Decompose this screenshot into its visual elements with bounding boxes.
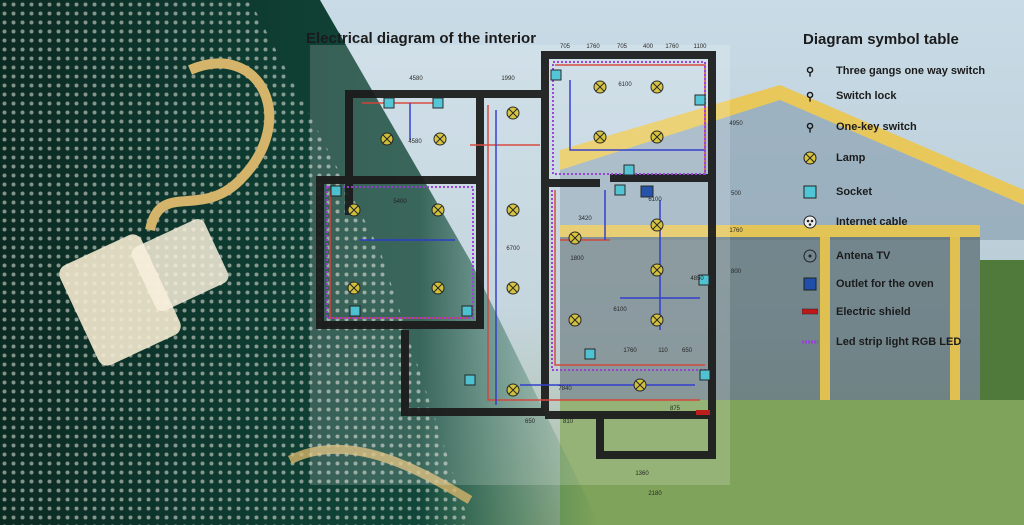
socket-symbol <box>699 369 711 381</box>
socket-symbol <box>550 69 562 81</box>
socket-symbol <box>584 348 596 360</box>
socket-symbol <box>698 274 710 286</box>
pcb-photo <box>0 0 600 525</box>
lamp-symbol <box>433 132 447 146</box>
lamp-symbol <box>506 281 520 295</box>
lamp-symbol <box>650 313 664 327</box>
one-key-switch-icon: ⚲ <box>805 121 815 134</box>
dimension-label: 4580 <box>409 76 423 82</box>
dimension-label: 110 <box>658 348 668 354</box>
socket-symbol <box>432 97 444 109</box>
oven-outlet <box>640 185 654 198</box>
legend-item-internet-cable: Internet cable <box>800 212 908 232</box>
socket-symbol <box>623 164 635 176</box>
internet-cable-icon <box>800 214 820 230</box>
dimension-label: 2180 <box>648 491 662 497</box>
dimension-labels: 705 1760 705 400 1760 1100 4580 1990 6100 4580 540… <box>393 44 743 497</box>
dimension-label: 4950 <box>729 121 743 127</box>
walls <box>316 51 716 459</box>
lamp-symbol <box>506 203 520 217</box>
lamp-symbol <box>593 80 607 94</box>
dimension-label: 1360 <box>635 471 649 477</box>
electric-shield <box>696 410 710 415</box>
lamp-symbol <box>431 281 445 295</box>
socket-symbol <box>383 97 395 109</box>
dimension-label: 1760 <box>665 44 679 50</box>
dimension-label: 800 <box>731 269 742 275</box>
dimension-label: 810 <box>563 419 574 425</box>
three-gang-switch-icon: ⚲ <box>805 65 815 78</box>
lamp-symbol <box>593 130 607 144</box>
sockets <box>330 69 711 386</box>
socket-symbol <box>330 185 342 197</box>
dimension-label: 1800 <box>570 256 584 262</box>
lamp-symbol <box>347 281 361 295</box>
lamp-symbol <box>431 203 445 217</box>
socket-symbol <box>614 184 626 196</box>
legend-item-lamp: Lamp <box>800 148 865 168</box>
dimension-label: 6100 <box>618 82 632 88</box>
socket-symbol <box>464 374 476 386</box>
dimension-label: 6700 <box>506 246 520 252</box>
lamp-symbol <box>568 313 582 327</box>
socket-symbol <box>461 305 473 317</box>
lamps <box>347 80 664 397</box>
diagram-title: Electrical diagram of the interior <box>306 30 537 47</box>
lamp-symbol <box>506 106 520 120</box>
legend-item-three-gang-switch: ⚲Three gangs one way switch <box>800 61 985 81</box>
legend-title: Diagram symbol table <box>803 31 959 48</box>
electric-shield-icon <box>800 304 820 320</box>
legend-item-oven-outlet: Outlet for the oven <box>800 274 934 294</box>
antenna-tv-icon <box>800 248 820 264</box>
dimension-label: 5400 <box>393 199 407 205</box>
socket-symbol <box>349 305 361 317</box>
dimension-label: 3420 <box>578 216 592 222</box>
lamp-symbol <box>650 80 664 94</box>
dimension-label: 705 <box>560 44 571 50</box>
dimension-label: 6100 <box>648 197 662 203</box>
dimension-label: 4850 <box>690 276 704 282</box>
legend-item-electric-shield: Electric shield <box>800 302 911 322</box>
led-strip-icon <box>800 334 820 350</box>
dimension-label: 650 <box>682 348 693 354</box>
dimension-label: 705 <box>617 44 628 50</box>
lamp-symbol <box>650 218 664 232</box>
socket-icon <box>800 184 820 200</box>
legend-item-socket: Socket <box>800 182 872 202</box>
house-photo <box>560 85 1024 525</box>
legend-item-led-strip: Led strip light RGB LED <box>800 332 961 352</box>
dimension-label: 6100 <box>613 307 627 313</box>
dimension-label: 1100 <box>694 44 708 50</box>
dimension-label: 875 <box>670 406 681 412</box>
oven-outlet-icon <box>800 276 820 292</box>
lamp-symbol <box>506 383 520 397</box>
floor-plan: 705 1760 705 400 1760 1100 4580 1990 6100 4580 540… <box>310 44 743 497</box>
lamp-symbol <box>650 130 664 144</box>
legend-item-switch-lock: ⚲Switch lock <box>800 86 897 106</box>
dimension-label: 1760 <box>586 44 600 50</box>
lamp-symbol <box>650 263 664 277</box>
legend-item-antenna-tv: Antena TV <box>800 246 890 266</box>
legend-item-one-key-switch: ⚲One-key switch <box>800 117 917 137</box>
dimension-label: 4580 <box>408 139 422 145</box>
lamp-symbol <box>633 378 647 392</box>
dimension-label: 7840 <box>558 386 572 392</box>
dimension-label: 400 <box>643 44 654 50</box>
switch-lock-icon: ⚲ <box>805 90 815 103</box>
dimension-label: 1990 <box>501 76 515 82</box>
socket-symbol <box>694 94 706 106</box>
dimension-label: 650 <box>525 419 536 425</box>
dimension-label: 500 <box>731 191 742 197</box>
lamp-symbol <box>347 203 361 217</box>
lamp-icon <box>800 150 820 166</box>
lamp-symbol <box>568 231 582 245</box>
dimension-label: 1760 <box>729 228 743 234</box>
dimension-label: 1760 <box>623 348 637 354</box>
lamp-symbol <box>380 132 394 146</box>
